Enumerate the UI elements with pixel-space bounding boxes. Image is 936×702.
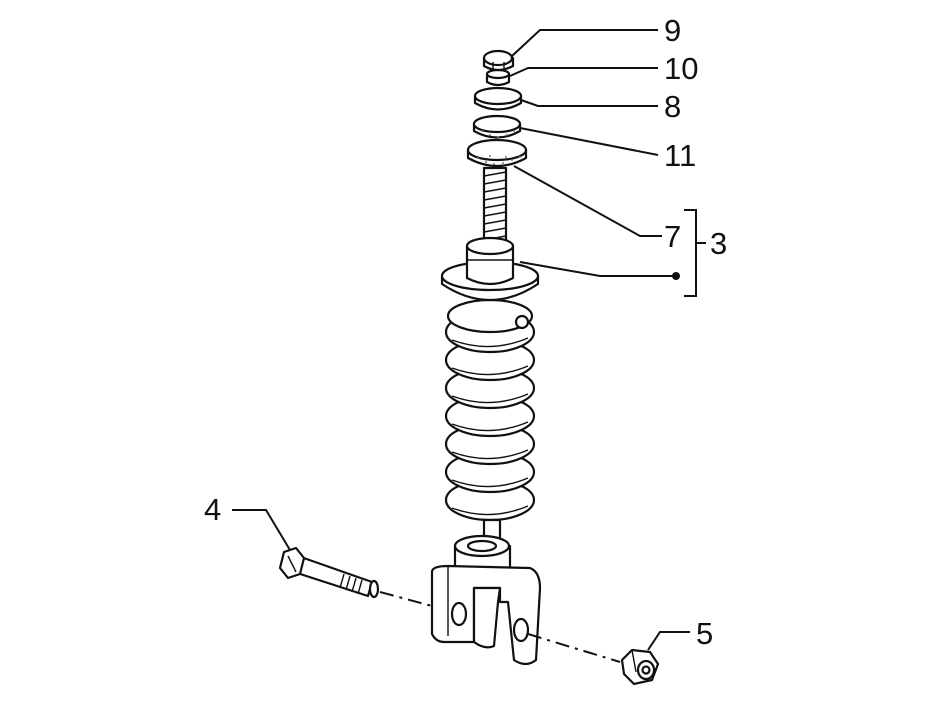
- spring-seat-cap: [440, 236, 540, 301]
- callout-3: 3: [710, 226, 727, 261]
- callout-10: 10: [664, 51, 698, 86]
- rubber-bush-upper: [472, 114, 522, 139]
- pivot-bolt: [278, 546, 380, 599]
- spacer: [485, 68, 511, 87]
- leader-lines: [232, 29, 706, 651]
- washer: [473, 86, 523, 111]
- callout-8: 8: [664, 89, 681, 124]
- lower-clevis: [430, 564, 542, 666]
- coil-spring: [444, 298, 536, 522]
- rubber-bush-lower: [466, 138, 528, 168]
- callout-7: 7: [664, 219, 681, 254]
- callout-9: 9: [664, 13, 681, 48]
- lock-nut: [620, 648, 660, 686]
- callout-11: 11: [664, 138, 696, 173]
- callout-labels: 9 10 8 11 7 3 4 5: [204, 13, 727, 651]
- callout-4: 4: [204, 492, 221, 527]
- top-nut: [482, 49, 515, 72]
- callout-5: 5: [696, 616, 713, 651]
- assembly-axis-line: [379, 591, 621, 663]
